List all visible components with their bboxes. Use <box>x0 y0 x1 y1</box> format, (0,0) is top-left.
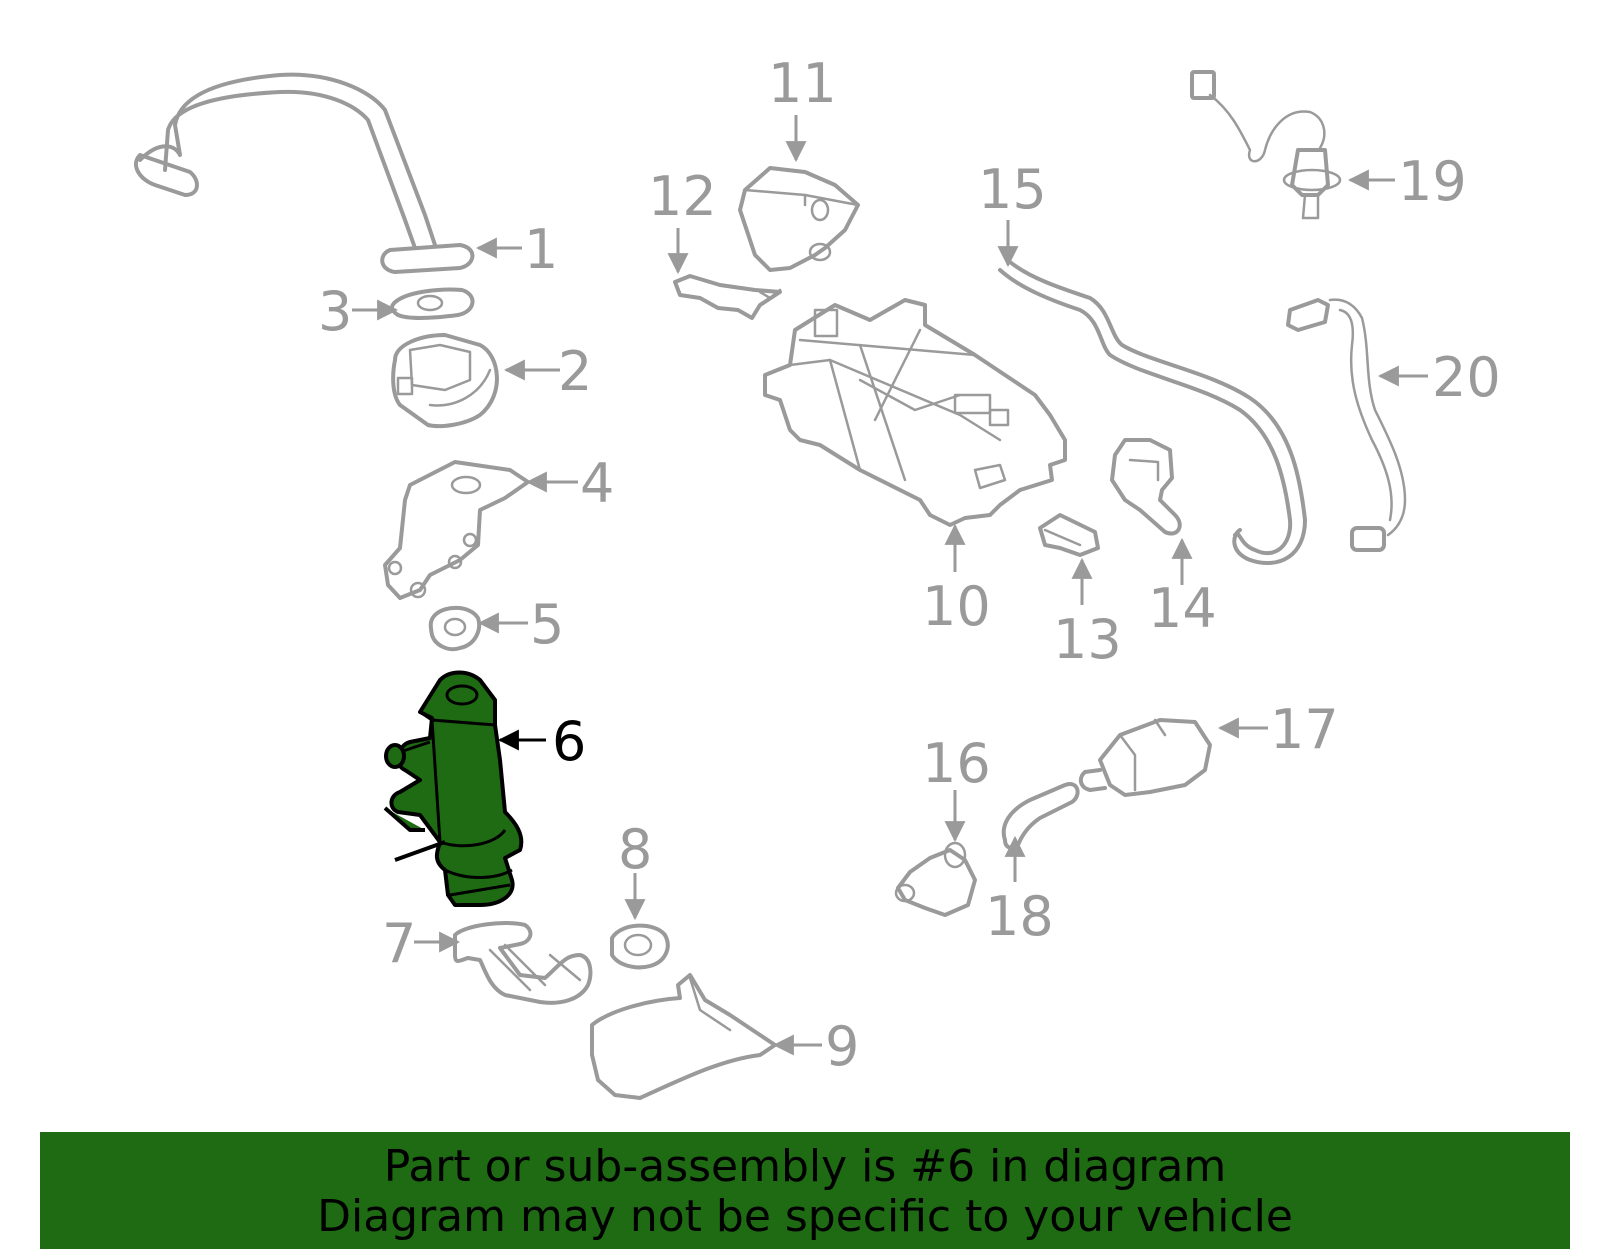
callout-8[interactable]: 8 <box>618 818 652 881</box>
callout-12[interactable]: 12 <box>648 165 717 228</box>
part-6-egr-cooler[interactable] <box>383 670 524 907</box>
callout-2[interactable]: 2 <box>558 340 592 403</box>
part-12-bracket[interactable] <box>673 274 782 320</box>
callout-3[interactable]: 3 <box>318 280 352 343</box>
part-10-canister[interactable] <box>763 298 1067 527</box>
part-14-valve[interactable] <box>1110 438 1182 536</box>
callout-14[interactable]: 14 <box>1148 577 1217 640</box>
part-2-egr-valve[interactable] <box>391 333 499 429</box>
callout-17[interactable]: 17 <box>1270 698 1339 761</box>
callout-9[interactable]: 9 <box>825 1015 859 1078</box>
callout-11[interactable]: 11 <box>768 52 837 115</box>
part-4-bracket[interactable] <box>383 460 530 600</box>
callout-5[interactable]: 5 <box>530 593 564 656</box>
callout-18[interactable]: 18 <box>985 885 1054 948</box>
part-8-gasket[interactable] <box>610 923 670 970</box>
part-1-egr-pipe[interactable] <box>134 72 475 274</box>
part-7-flex-pipe[interactable] <box>453 921 593 1005</box>
part-20-o2-sensor[interactable] <box>1286 298 1407 552</box>
info-banner: Part or sub-assembly is #6 in diagram Di… <box>40 1132 1570 1249</box>
part-3-gasket[interactable] <box>390 287 475 320</box>
callout-13[interactable]: 13 <box>1053 608 1122 671</box>
leader-lines <box>352 115 1428 1056</box>
callout-16[interactable]: 16 <box>922 732 991 795</box>
callout-15[interactable]: 15 <box>978 158 1047 221</box>
part-19-o2-sensor[interactable] <box>1190 70 1342 220</box>
part-13-sensor[interactable] <box>1038 513 1100 557</box>
callout-4[interactable]: 4 <box>580 452 614 515</box>
footer-line-2: Diagram may not be specific to your vehi… <box>317 1191 1293 1242</box>
part-9-heat-shield[interactable] <box>590 973 777 1100</box>
footer-line-1: Part or sub-assembly is #6 in diagram <box>383 1141 1227 1192</box>
callout-labels: 1 2 3 4 5 6 7 8 9 10 11 12 13 14 15 16 1… <box>318 52 1501 1078</box>
part-11-module[interactable] <box>738 166 860 272</box>
part-5-gasket[interactable] <box>428 605 481 652</box>
callout-7[interactable]: 7 <box>382 912 416 975</box>
callout-1[interactable]: 1 <box>524 218 558 281</box>
part-16-solenoid[interactable] <box>894 841 977 917</box>
callout-6[interactable]: 6 <box>552 710 586 773</box>
part-15-hose[interactable] <box>998 260 1307 566</box>
callout-20[interactable]: 20 <box>1432 346 1501 409</box>
part-17-vent-valve[interactable] <box>1078 718 1212 797</box>
parts-diagram: 1 2 3 4 5 6 7 8 9 10 11 12 13 14 15 16 1… <box>134 52 1501 1100</box>
callout-19[interactable]: 19 <box>1398 150 1467 213</box>
callout-10[interactable]: 10 <box>922 575 991 638</box>
